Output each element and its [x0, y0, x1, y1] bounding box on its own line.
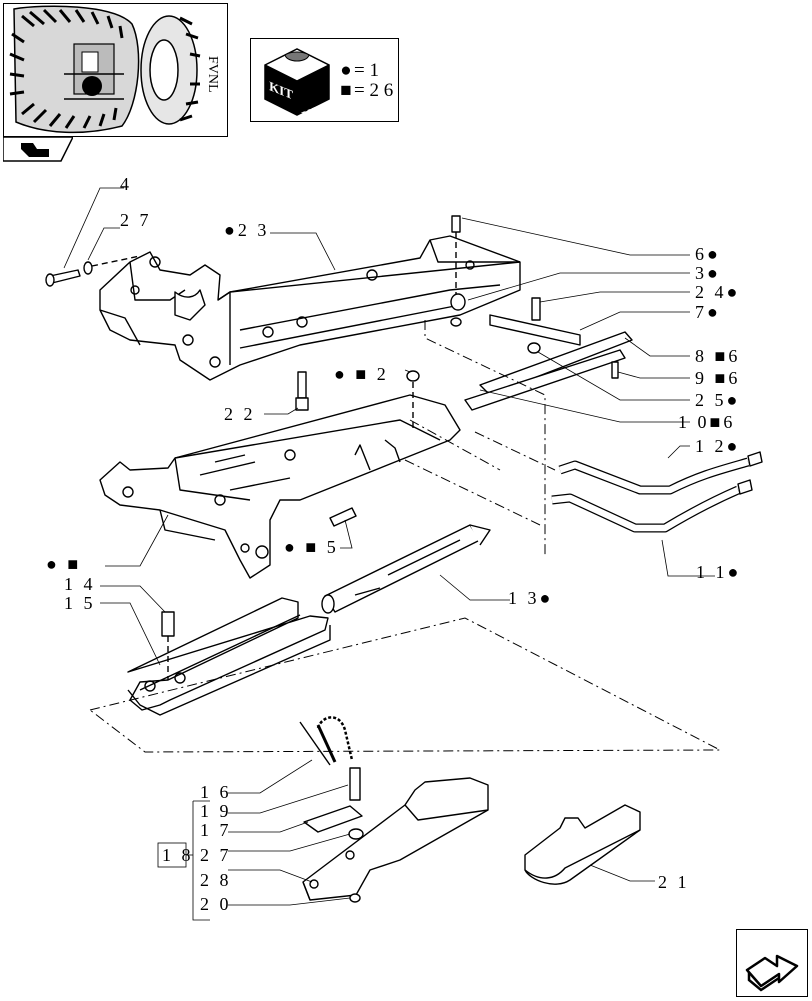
tractor-location-thumbnail[interactable]: FVNL: [3, 3, 228, 137]
callout-2: ● ■ 2: [334, 364, 389, 384]
support-frame-part: [99, 235, 521, 381]
plate-8-part: [464, 331, 633, 411]
kit-box-icon: KIT KIT: [264, 48, 330, 119]
thumbnail-caption: FVNL: [205, 56, 220, 93]
callout-6: 6●: [695, 244, 721, 264]
callout-12: 1 2●: [695, 436, 740, 456]
callout-21: 2 1: [658, 872, 690, 892]
leader-lines: [63, 187, 715, 921]
washer-27-part: [83, 261, 93, 275]
callout-19: 1 9: [200, 801, 232, 821]
screw-22-part: [295, 371, 309, 411]
callout-5: ● ■ 5: [284, 537, 339, 557]
slider-frame-part: [127, 597, 331, 716]
plate-17-part: [303, 805, 363, 833]
screw-9-part: [611, 361, 619, 379]
nut-25-part: [527, 342, 541, 354]
callout-4: 4: [120, 174, 132, 194]
callout-11: 1 1●: [696, 562, 741, 582]
hitch-body-part: [99, 394, 461, 579]
hose-12-part: [558, 451, 763, 495]
pin-5-part: [329, 507, 357, 527]
bolt-6-part: [451, 215, 461, 300]
bookmark-arrow-icon: [2, 136, 75, 162]
kit-legend-value-1: = 1: [354, 60, 379, 81]
kit-legend-row-2: ■= 2 6: [338, 81, 393, 101]
callout-23: ●2 3: [224, 220, 269, 240]
kit-legend-row-1: ●= 1: [338, 61, 379, 81]
callout-10: 1 0■6: [678, 412, 735, 432]
callout-15: 1 5: [64, 593, 96, 613]
tractor-rear-icon: FVNL: [4, 4, 227, 136]
callout-9: 9 ■6: [695, 368, 740, 388]
washer-27b-part: [348, 828, 364, 840]
kit-legend: KIT KIT: [250, 38, 399, 122]
callout-28: 2 8: [200, 870, 232, 890]
next-page-arrow-icon: [745, 954, 799, 992]
nut-2-part: [406, 370, 420, 430]
callout-24: 2 4●: [695, 282, 740, 302]
callout-7: 7●: [695, 302, 721, 322]
swing-drawbar-part: [302, 777, 489, 901]
callout-18: 1 8: [162, 845, 194, 865]
spacer-3-part: [450, 293, 466, 327]
screw-14-part: [161, 611, 175, 680]
callout-20: 2 0: [200, 894, 232, 914]
hitch-detail: [64, 43, 124, 100]
circle-symbol: ●: [340, 60, 352, 81]
callout-1: ● ■: [46, 554, 81, 574]
callout-labels: 4 2 7 ●2 3 6● 3● 2 4● 7● 8 ■6 9 ■6 2 5● …: [46, 174, 741, 914]
callout-16: 1 6: [200, 782, 232, 802]
callout-8: 8 ■6: [695, 346, 740, 366]
hook-21-part: [524, 804, 641, 885]
callout-17: 1 7: [200, 820, 232, 840]
assembly-outline: [88, 320, 721, 753]
callout-27-bottom: 2 7: [200, 845, 232, 865]
square-symbol: ■: [340, 80, 352, 101]
bolt-24-part: [531, 297, 541, 321]
hose-11-part: [551, 479, 753, 533]
bar-7-part: [489, 314, 581, 346]
callout-3: 3●: [695, 263, 721, 283]
next-page-button[interactable]: [736, 929, 808, 997]
callout-13: 1 3●: [508, 588, 553, 608]
tire-right: [140, 15, 201, 125]
chain-16-part: [299, 716, 354, 766]
callout-14: 1 4: [64, 574, 96, 594]
bolt-19-part: [349, 767, 361, 801]
callout-22: 2 2: [224, 404, 256, 424]
kit-legend-value-2: = 2 6: [354, 80, 394, 101]
bolt-4-part: [45, 269, 81, 287]
callout-27-top: 2 7: [120, 210, 152, 230]
cylinder-13-part: [321, 524, 491, 614]
callout-25: 2 5●: [695, 390, 740, 410]
nut-20-part: [349, 893, 361, 903]
section-tab[interactable]: [2, 136, 75, 163]
